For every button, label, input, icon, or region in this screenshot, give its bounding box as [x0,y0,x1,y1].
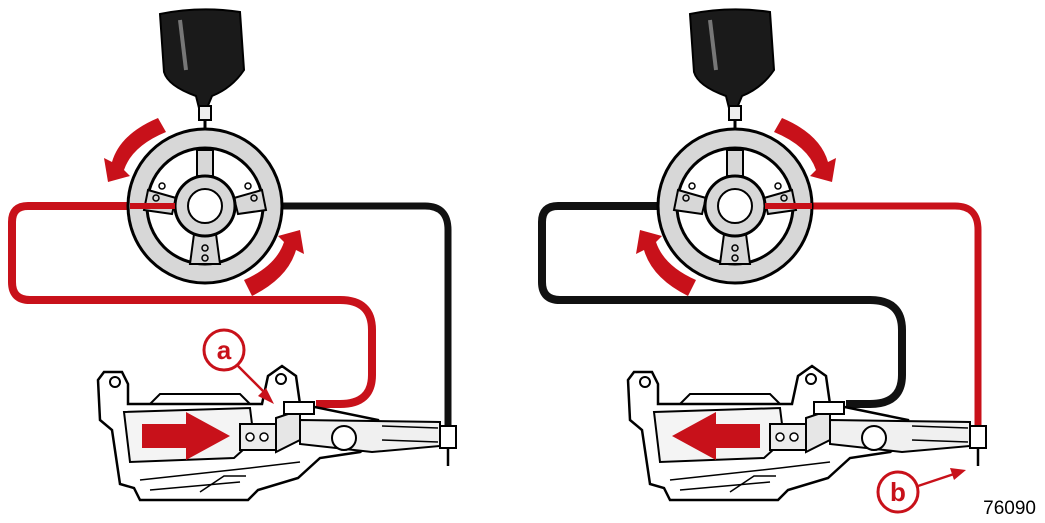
figure-number: 76090 [983,498,1036,519]
right-helm-pump [688,7,776,138]
left-rotation-arrow-bottom [244,230,304,296]
right-rotation-arrow-top [774,118,836,182]
callout-a: a [202,328,274,404]
right-rotation-arrow-bottom [636,230,696,296]
left-hose-red [8,202,376,408]
callout-b-label: b [890,477,906,507]
callout-a-label: a [217,335,232,365]
right-piston-arrow-left [672,412,760,460]
right-hose-black [538,202,906,408]
right-hose-red [812,202,982,428]
callout-b: b [876,468,966,514]
left-rotation-arrow-top [104,118,166,182]
left-panel: a [8,7,458,502]
right-panel: b [538,7,988,514]
left-helm-pump [158,7,246,138]
left-piston-arrow-right [142,412,230,460]
left-hose-black [282,202,452,428]
